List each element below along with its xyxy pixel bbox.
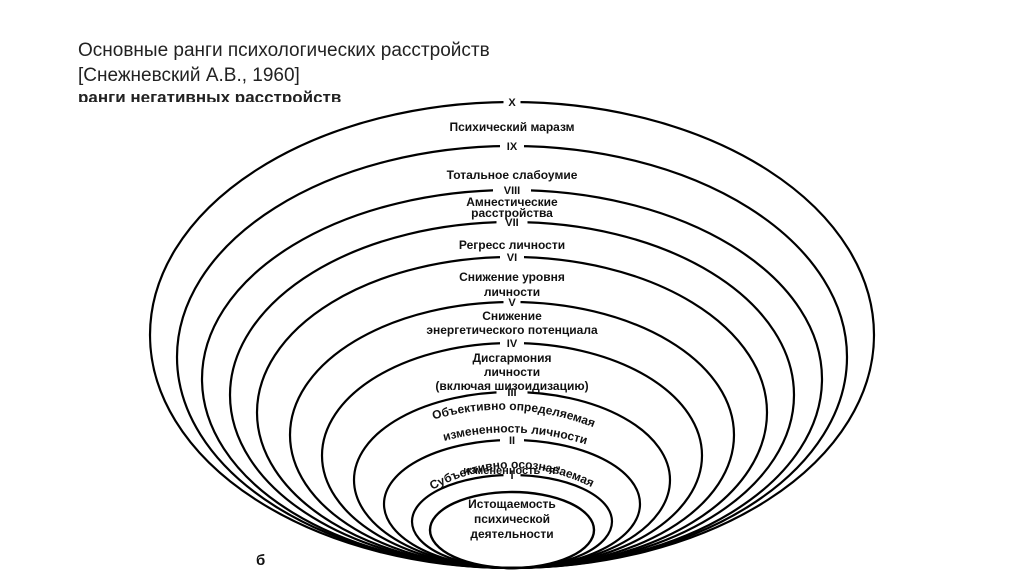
rank-label-V-line-1: Снижение уровня — [459, 270, 565, 284]
numeral-backing — [493, 184, 531, 195]
numeral-backing — [500, 434, 524, 445]
rank-label-VI-line-1: Регресс личности — [459, 238, 565, 252]
numeral-backing — [503, 469, 521, 480]
core-label-line-2: психической — [474, 512, 550, 526]
slide-subtitle: ранги негативных расстройств — [78, 88, 342, 102]
rank-label-III-line-1: Дисгармония — [472, 351, 551, 365]
rank-label-III-line-3: (включая шизоидизацию) — [435, 379, 588, 393]
slide-title-line-1: Основные ранги психологических расстройс… — [78, 40, 490, 61]
rank-label-IV-line-1: Снижение — [482, 309, 542, 323]
core-ellipse — [428, 490, 596, 570]
rank-numeral-I: I — [510, 470, 513, 482]
rank-numeral-V: V — [508, 297, 516, 309]
numeral-backing — [496, 216, 528, 227]
rank-label-IX-line-1: Психический маразм — [449, 120, 574, 134]
rank-numeral-IX: IX — [507, 141, 518, 153]
rank-label-VIII-line-1: Тотальное слабоумие — [447, 168, 578, 182]
rank-numeral-VI: VI — [507, 252, 517, 264]
rank-label-VII-line-1: Амнестические — [466, 195, 558, 209]
numeral-backing — [500, 251, 524, 262]
rank-numeral-VII: VII — [505, 217, 518, 229]
rank-label-I-line-2: измененность “я” — [463, 465, 561, 477]
numeral-backing — [500, 337, 524, 348]
numeral-backing — [496, 386, 528, 397]
rank-numeral-II: II — [509, 435, 515, 447]
rank-numeral-IV: IV — [507, 338, 518, 350]
rank-label-VII-line-2: расстройства — [471, 206, 553, 220]
core-label-line-3: деятельности — [470, 527, 553, 541]
rank-label-V-line-2: личности — [484, 285, 540, 299]
numeral-backing — [503, 96, 521, 107]
rank-label-III-line-2: личности — [484, 365, 540, 379]
slide-title-line-2: [Снежневский А.В., 1960] — [78, 65, 300, 86]
numeral-backing — [503, 296, 521, 307]
numeral-backing — [500, 140, 524, 151]
rank-numeral-VIII: VIII — [504, 185, 521, 197]
rank-numeral-III: III — [507, 387, 516, 399]
rank-label-IV-line-2: энергетического потенциала — [426, 323, 598, 337]
figure-label: б — [256, 552, 266, 569]
rank-numeral-X: X — [508, 97, 516, 109]
core-label-line-1: Истощаемость — [468, 497, 556, 511]
